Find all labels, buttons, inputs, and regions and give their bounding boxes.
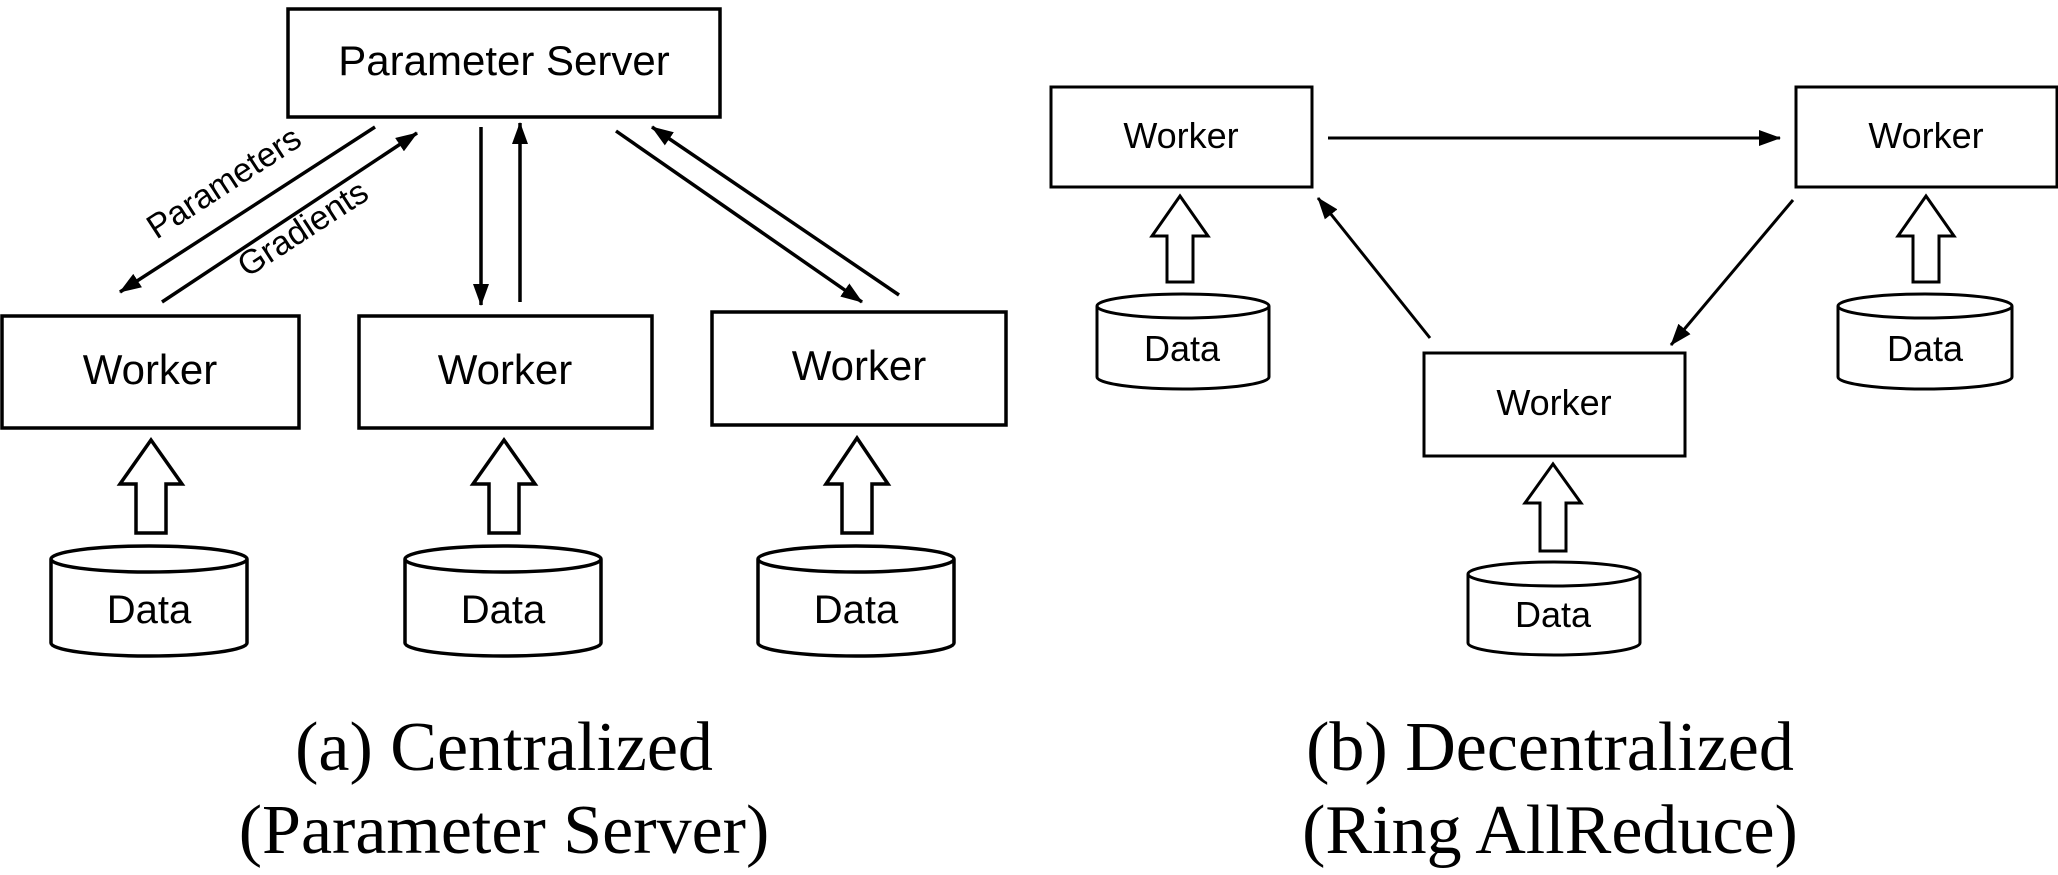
data-store-1: Data [49,544,249,658]
data-store-3: Data [756,544,956,658]
edge-server-worker-1: Parameters Gradients [119,119,418,304]
worker-label: Worker [792,342,927,389]
worker-label: Worker [1868,115,1983,156]
database-icon [49,544,249,658]
data-label: Data [1887,328,1964,369]
ring-worker-right: Worker [1794,85,2058,189]
data-feed-arrow-icon [1895,193,1957,284]
data-label: Data [814,588,899,632]
decentralized-panel: Worker Worker Worker Data Data [1049,85,2058,869]
data-feed-arrow-icon [1522,461,1584,553]
data-label: Data [1515,594,1592,635]
worker-label: Worker [438,346,573,393]
gradients-arrow [161,131,418,304]
parameter-server-label: Parameter Server [338,37,669,84]
ring-data-store-right: Data [1836,292,2014,391]
worker-node-1: Worker [0,314,301,430]
ring-data-store-left: Data [1095,292,1271,391]
data-feed-arrow-icon [1149,193,1211,284]
data-label: Data [1144,328,1221,369]
caption-decentralized-title: (b) Decentralized [1306,709,1794,786]
database-icon [1466,560,1642,657]
database-icon [403,544,603,658]
centralized-panel: Parameter Server Parameters Gradients Wo… [0,7,1008,869]
parameters-arrow [119,125,376,294]
ring-data-store-bottom: Data [1466,560,1642,657]
ring-worker-left: Worker [1049,85,1314,189]
caption-centralized-subtitle: (Parameter Server) [239,792,770,869]
parameter-server-node: Parameter Server [286,7,722,119]
worker-label: Worker [1123,115,1238,156]
caption-centralized-title: (a) Centralized [295,709,713,786]
edge-server-worker-3 [615,125,900,304]
database-icon [1095,292,1271,391]
edge-label-gradients: Gradients [231,173,375,285]
data-store-2: Data [403,544,603,658]
edge-server-worker-2 [473,122,528,306]
parameters-arrow [615,129,863,304]
data-label: Data [461,588,546,632]
data-feed-arrow-icon [469,436,539,535]
ring-arrow-bottom-to-left [1316,197,1432,339]
database-icon [1836,292,2014,391]
data-feed-arrow-icon [116,436,186,535]
worker-node-3: Worker [710,310,1008,427]
worker-label: Worker [83,346,218,393]
ring-arrow-right-to-bottom [1669,199,1795,346]
data-feed-arrow-icon [822,434,892,535]
database-icon [756,544,956,658]
ring-worker-bottom: Worker [1422,351,1687,458]
caption-decentralized-subtitle: (Ring AllReduce) [1302,792,1798,869]
worker-label: Worker [1496,382,1611,423]
worker-node-2: Worker [357,314,654,430]
gradients-arrow [651,125,900,297]
data-label: Data [107,588,192,632]
